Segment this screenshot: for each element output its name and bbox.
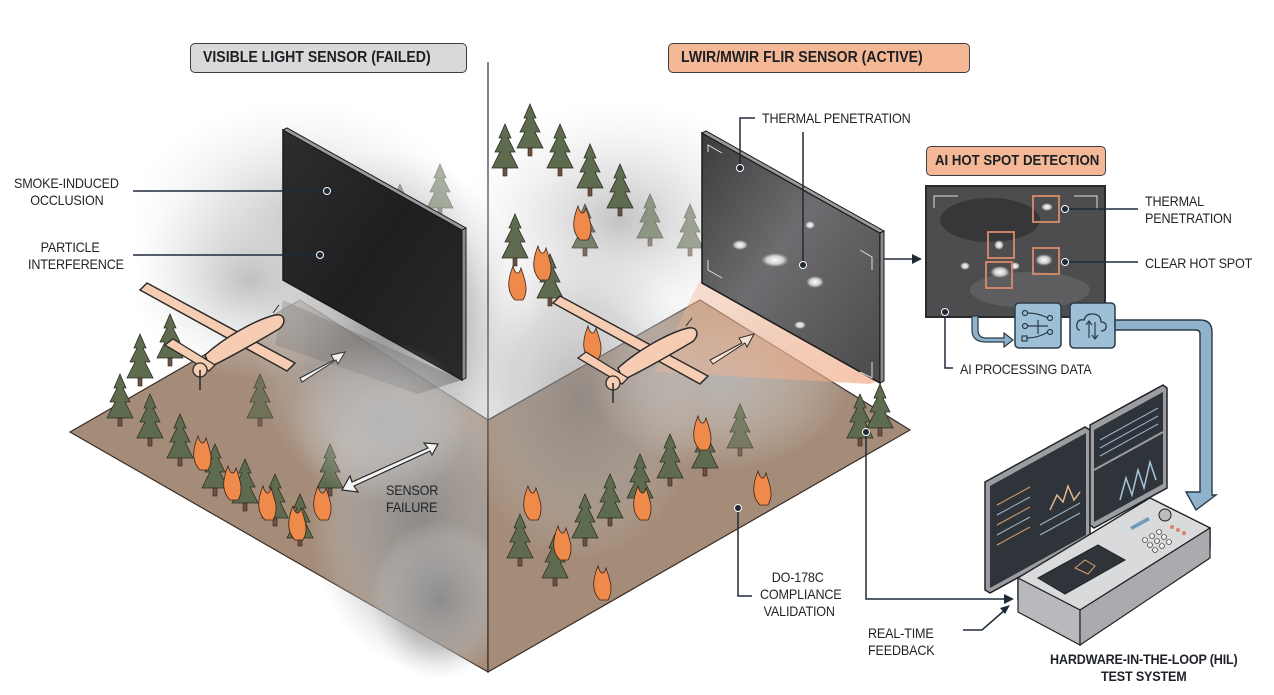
cloud-sync-icon	[1069, 302, 1116, 349]
ai-detection-badge: AI HOT SPOT DETECTION	[926, 146, 1106, 176]
detection-box	[1032, 195, 1060, 223]
label-ai-processing: AI PROCESSING DATA	[960, 361, 1092, 377]
flir-thermal-screen	[700, 130, 886, 385]
label-particle-interference: PARTICLE INTERFERENCE	[28, 239, 124, 272]
visible-sensor-title: VISIBLE LIGHT SENSOR (FAILED)	[203, 49, 431, 66]
left-scene-visible-sensor	[68, 100, 530, 680]
label-realtime-feedback: REAL-TIME FEEDBACK	[868, 625, 935, 658]
flir-sensor-beam	[655, 280, 880, 384]
flir-sensor-active-badge: LWIR/MWIR FLIR SENSOR (ACTIVE)	[668, 43, 970, 73]
visible-sensor-failed-badge: VISIBLE LIGHT SENSOR (FAILED)	[190, 43, 467, 73]
pipeline-to-hil	[1114, 319, 1219, 512]
label-thermal-penetration: THERMAL PENETRATION	[762, 110, 911, 126]
label-ai-thermal-penetration: THERMAL PENETRATION	[1145, 193, 1232, 226]
label-clear-hot-spot: CLEAR HOT SPOT	[1145, 255, 1253, 271]
neural-network-icon	[1014, 302, 1062, 349]
flir-sensor-title: LWIR/MWIR FLIR SENSOR (ACTIVE)	[681, 49, 923, 66]
right-scene-flir-sensor	[460, 100, 1014, 674]
detection-box	[985, 261, 1013, 289]
feedback-line	[865, 432, 1008, 600]
callout-line-thermal-penetration	[739, 117, 755, 168]
hil-console	[1016, 497, 1212, 647]
label-do178c-compliance: DO-178C COMPLIANCE VALIDATION	[760, 569, 842, 619]
callout-line-compliance	[737, 508, 752, 597]
detection-box	[1032, 247, 1060, 275]
hil-monitor-right	[1089, 384, 1168, 529]
feedback-arrow-line	[963, 608, 1007, 631]
label-smoke-occlusion: SMOKE-INDUCED OCCLUSION	[14, 175, 119, 208]
pipeline-bent-arrow	[971, 315, 1014, 349]
hil-test-system	[984, 384, 1212, 647]
label-hil-system: HARDWARE-IN-THE-LOOP (HIL) TEST SYSTEM	[1050, 651, 1238, 684]
sensor-failure-arrow	[341, 442, 439, 493]
callout-line-processing	[944, 312, 953, 369]
right-direction-arrow	[709, 333, 755, 365]
detection-box	[987, 231, 1015, 259]
ai-detection-title: AI HOT SPOT DETECTION	[935, 152, 1100, 169]
label-sensor-failure: SENSOR FAILURE	[386, 482, 439, 515]
ai-detection-panel	[925, 185, 1219, 512]
